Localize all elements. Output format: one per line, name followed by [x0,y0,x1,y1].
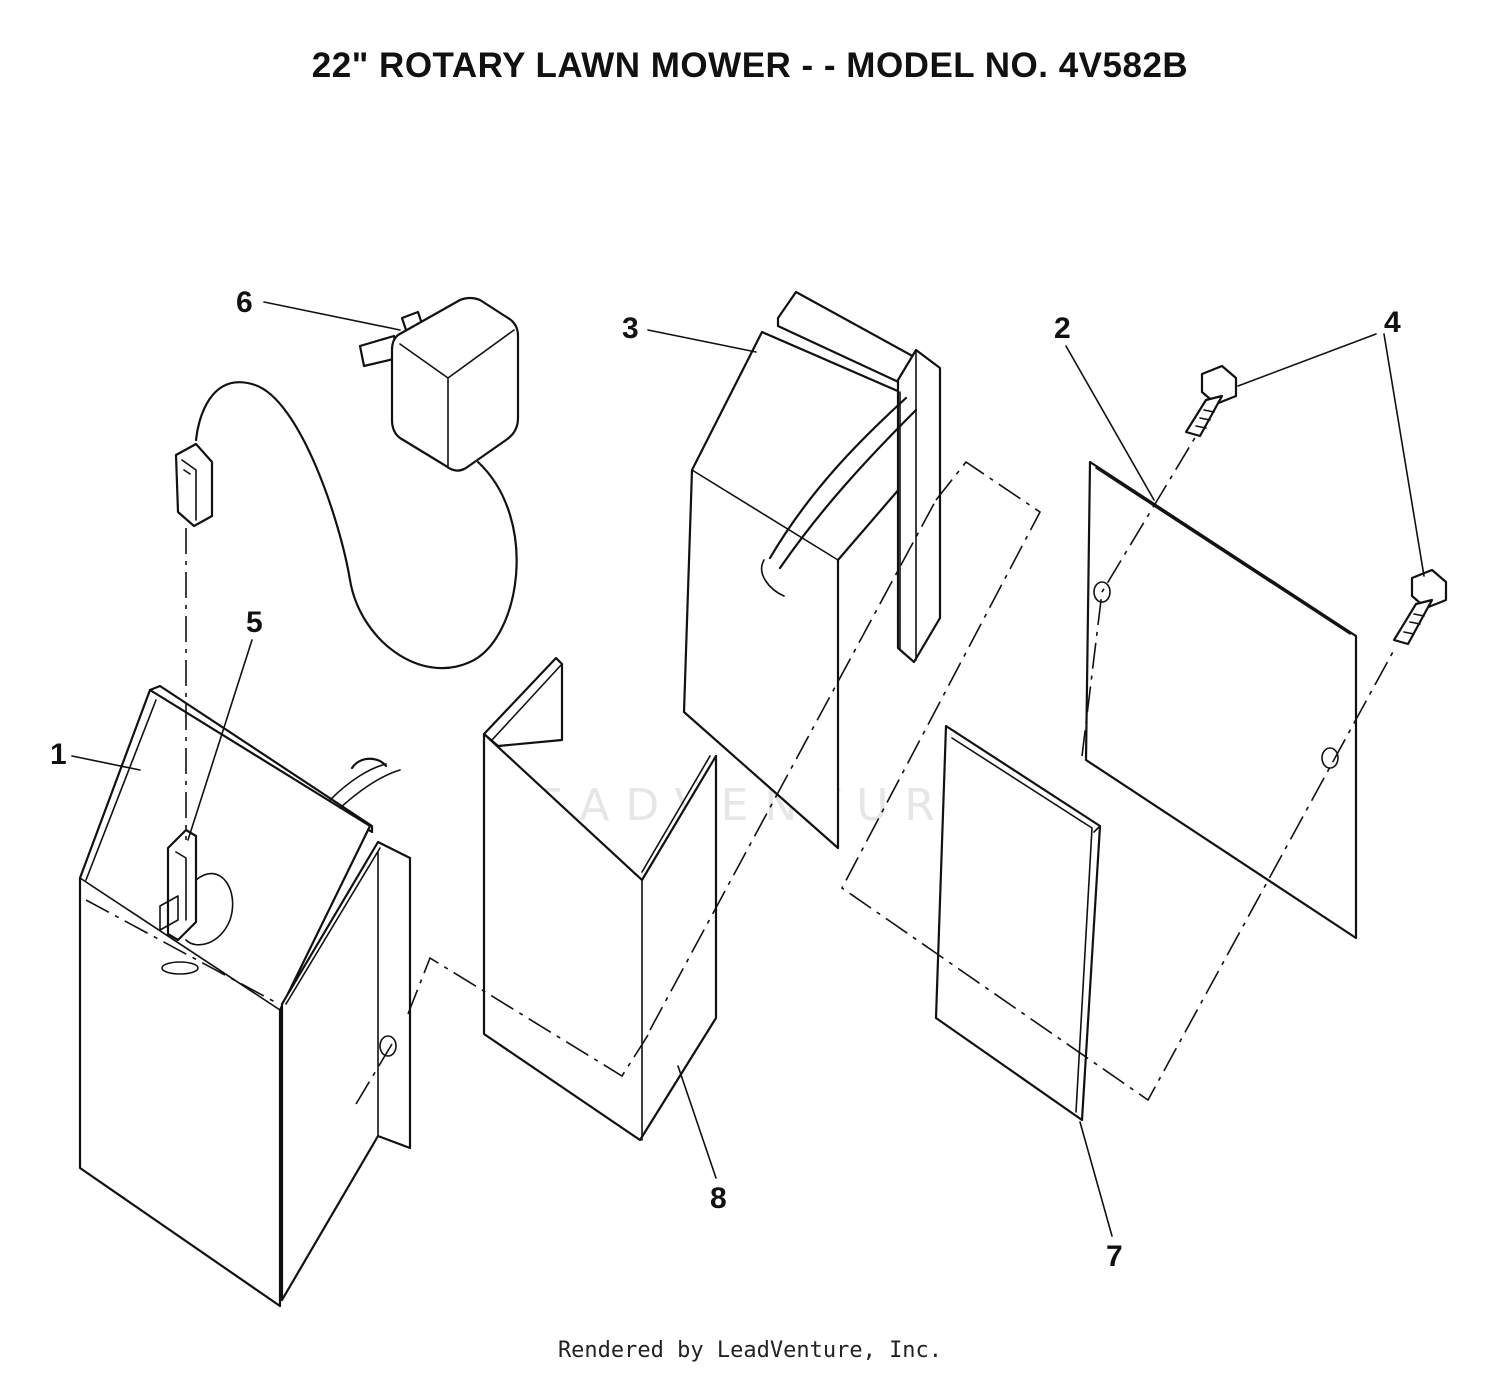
leader-6 [263,301,401,331]
foam-pad-icon [934,724,1102,1122]
callouts: 1 2 3 4 5 6 7 8 [50,286,1401,1273]
callout-3: 3 [622,312,639,345]
leader-3 [647,329,757,353]
part-4-bolts[interactable] [1184,364,1448,646]
callout-8: 8 [710,1182,727,1215]
battery-lead-wire [768,396,918,570]
bolt-icon [1184,364,1238,438]
part-1-battery-box[interactable] [78,684,412,1308]
callout-4: 4 [1384,306,1401,339]
callout-6: 6 [236,286,253,319]
battery-side-edge [899,349,917,661]
cover-plate-hole-right [1321,747,1339,769]
terminal-detail [159,851,187,931]
leader-lines [71,301,1425,1237]
bolt-icon [1392,568,1448,646]
box-flange-edge [285,847,381,1137]
assembly-line-battery [649,460,1395,1102]
box-wire-hook [350,757,388,770]
box-flange-hole [379,1035,397,1057]
leader-1 [71,755,141,771]
box-wire [329,763,401,809]
assembly-line-box-flange [355,956,651,1105]
assembly-lines [85,435,1395,1105]
battery-terminal-post [896,348,942,664]
assembly-line-cover [1081,435,1197,757]
insulator-fold [491,663,711,1141]
leader-2 [1065,345,1155,501]
charger-plug-detail [181,459,197,521]
charger-edge [399,329,515,467]
footer-credit: Rendered by LeadVenture, Inc. [557,1338,943,1363]
terminal-connector-icon [166,828,198,942]
insulator-back-panel [482,656,564,748]
battery-lead-hook [760,559,785,597]
part-5-terminal[interactable] [159,828,198,942]
leader-5 [187,639,253,841]
assembly-line-box-top [85,899,276,1003]
charger-body-icon [390,296,520,472]
callout-1: 1 [50,738,67,771]
charger-plug-icon [174,442,214,528]
leader-4b [1383,333,1425,577]
battery-front-edge [691,469,839,561]
foam-pad-edge [951,737,1101,1113]
box-inner-edge [79,699,281,1011]
part-6-charger[interactable] [174,296,520,670]
box-cutout [185,872,234,946]
battery-body-icon [682,330,902,850]
callout-2: 2 [1054,312,1071,345]
cover-plate-edge [1095,467,1351,635]
leader-7 [1079,1121,1113,1237]
part-2-cover-plate[interactable] [1084,460,1358,940]
box-slot [161,961,199,975]
part-3-battery[interactable] [682,290,942,850]
page-title: 22" ROTARY LAWN MOWER - - MODEL NO. 4V58… [311,46,1189,85]
part-7-foam-pad[interactable] [934,724,1102,1122]
leader-8 [677,1065,717,1179]
leader-4a [1237,333,1377,387]
cover-plate-icon [1084,460,1358,940]
cover-plate-hole-left [1093,581,1111,603]
callout-5: 5 [246,606,263,639]
charger-cord [194,381,518,670]
part-8-insulator[interactable] [482,656,718,1142]
callout-7: 7 [1106,1240,1123,1273]
